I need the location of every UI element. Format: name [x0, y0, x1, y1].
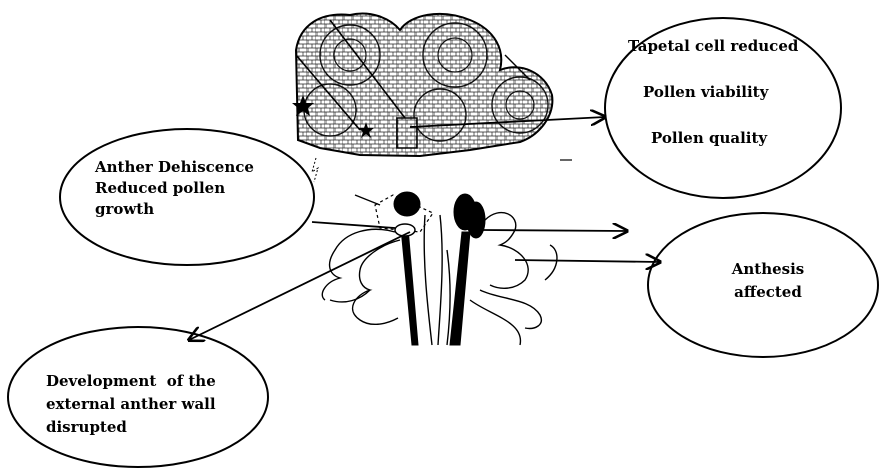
reduced-pollen-label: Reduced pollen: [95, 178, 295, 199]
arrow-to-anthesis: [515, 260, 660, 262]
line-from-anther-callout: [312, 222, 395, 228]
growth-label: growth: [95, 199, 295, 220]
anthesis-label: Anthesis: [723, 258, 813, 281]
tapetum-callout-text: Tapetal cell reduced Pollen viability Po…: [623, 36, 823, 148]
anther-wall-callout-text: Development of the external anther wall …: [46, 370, 266, 439]
disrupted-label: disrupted: [46, 416, 266, 439]
flower-sketch: [322, 195, 557, 345]
pollen-viability-label: Pollen viability: [643, 82, 823, 102]
anther-callout-text: Anther Dehiscence Reduced pollen growth: [95, 157, 295, 220]
external-wall-label: external anther wall: [46, 393, 266, 416]
arrow-to-anthesis-upper: [482, 230, 627, 231]
left-anther: [394, 192, 420, 216]
development-label: Development of the: [46, 370, 266, 393]
pollen-quality-label: Pollen quality: [651, 128, 823, 148]
anthesis-callout-text: Anthesis affected: [723, 258, 813, 304]
anther-dehiscence-label: Anther Dehiscence: [95, 157, 295, 178]
affected-label: affected: [723, 281, 813, 304]
right-anther-2: [467, 202, 485, 238]
tapetal-cell-label: Tapetal cell reduced: [628, 36, 823, 56]
anther-cross-section: [292, 13, 572, 182]
